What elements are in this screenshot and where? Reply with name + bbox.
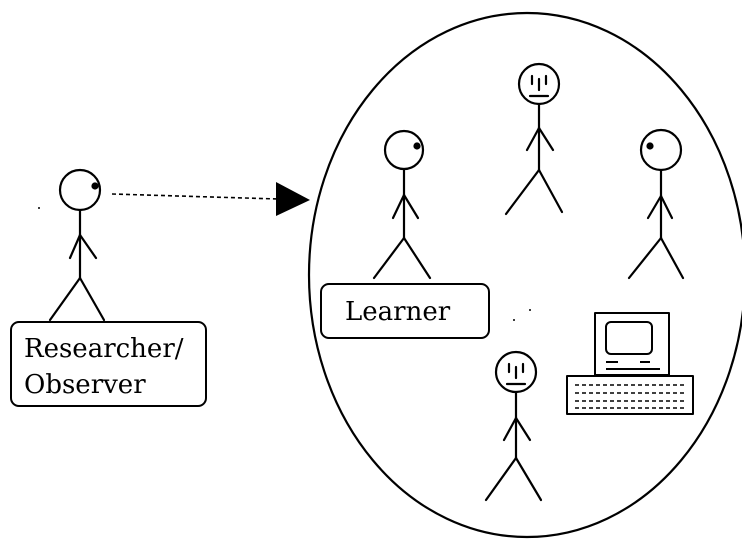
scan-specks [38, 207, 531, 321]
researcher-label-box: Researcher/ Observer [10, 321, 207, 407]
group-member-right-icon [627, 128, 685, 280]
observation-arrow [111, 182, 310, 216]
group-member-top-icon [504, 62, 564, 216]
learner-label: Learner [345, 297, 451, 327]
researcher-label-line2: Observer [24, 370, 146, 400]
group-member-bottom-icon [484, 350, 543, 502]
researcher-figure-icon [48, 168, 106, 322]
learner-label-box: Learner [320, 283, 490, 339]
researcher-label-line1: Researcher/ [24, 334, 184, 364]
learning-environment-ellipse [307, 11, 742, 539]
computer-icon [566, 312, 694, 415]
learner-figure-icon [372, 129, 432, 280]
